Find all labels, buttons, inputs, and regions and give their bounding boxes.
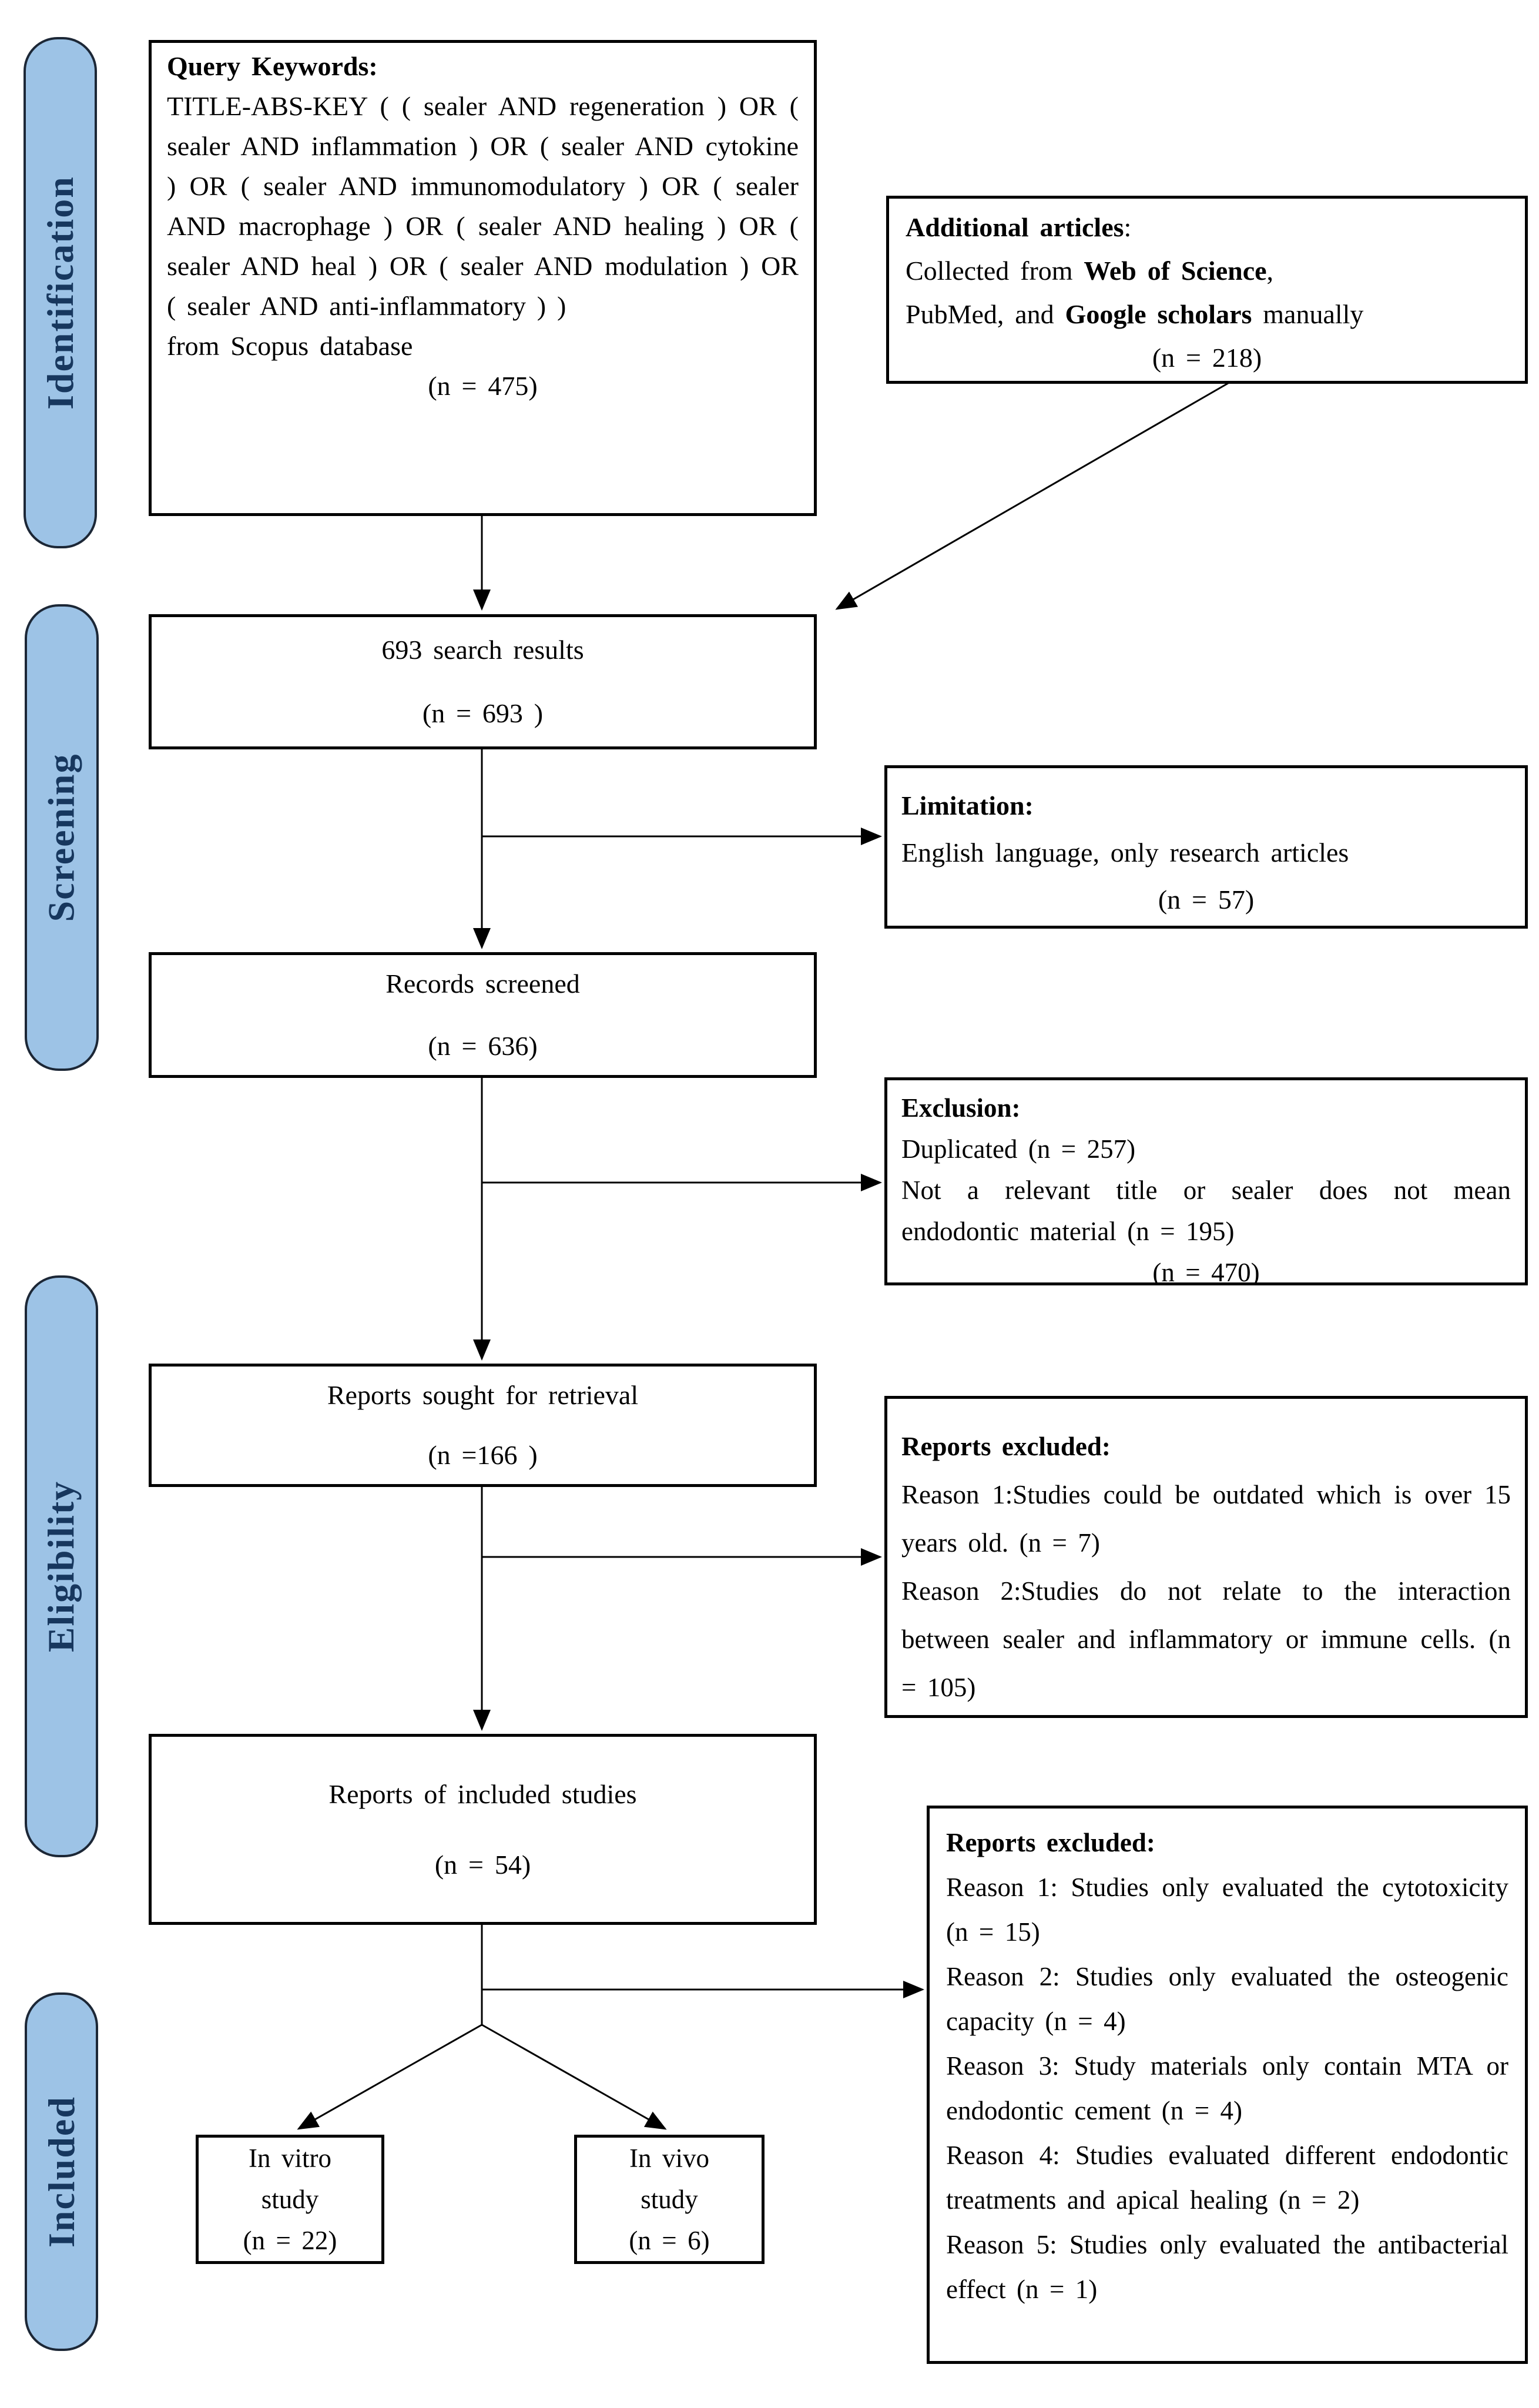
query-string: TITLE-ABS-KEY ( ( sealer AND regeneratio…: [167, 91, 799, 321]
record-count: (n = 57): [1158, 885, 1255, 915]
box-heading: Reports excluded:: [946, 1828, 1155, 1857]
reports-sought-box: Reports sought for retrieval (n =166 ): [149, 1364, 817, 1487]
record-count: (n = 693 ): [422, 698, 544, 728]
reports-excluded-box-2: Reports excluded: Reason 1: Studies only…: [927, 1806, 1528, 2364]
query-source: from Scopus database: [167, 331, 413, 361]
stage-label-text: Identification: [39, 176, 81, 410]
box-title: Reports of included studies: [328, 1779, 637, 1809]
additional-articles-box: Additional articles: Collected from Web …: [886, 196, 1528, 384]
excluded-reason: Reason 3: Study materials only contain M…: [946, 2051, 1508, 2125]
exclusion-reason: Duplicated (n = 257): [901, 1134, 1136, 1164]
box-heading: Limitation:: [901, 791, 1034, 820]
box-title: 693 search results: [381, 635, 584, 665]
reports-excluded-box-1: Reports excluded: Reason 1:Studies could…: [884, 1396, 1528, 1718]
box-title: Records screened: [385, 969, 580, 999]
record-count: (n = 218): [1152, 343, 1262, 373]
additional-sources-line2: PubMed, and Google scholars manually: [906, 299, 1364, 329]
record-count: (n = 475): [428, 371, 538, 401]
box-title-line2: study: [641, 2185, 698, 2214]
box-heading: Query Keywords:: [167, 51, 378, 81]
stage-label-eligibility: Eligibility: [25, 1275, 98, 1857]
stage-label-text: Eligibility: [40, 1480, 82, 1653]
box-heading: Additional articles:: [906, 212, 1132, 242]
stage-label-included: Included: [25, 1992, 98, 2351]
record-count: (n = 636): [428, 1031, 538, 1061]
in-vivo-study-box: In vivo study (n = 6): [574, 2135, 765, 2264]
included-studies-box: Reports of included studies (n = 54): [149, 1734, 817, 1925]
in-vitro-study-box: In vitro study (n = 22): [196, 2135, 384, 2264]
box-title: Reports sought for retrieval: [327, 1380, 639, 1410]
additional-sources-line1: Collected from Web of Science,: [906, 256, 1274, 286]
arrow-additional-to-results: [835, 382, 1229, 610]
records-screened-box: Records screened (n = 636): [149, 952, 817, 1078]
stage-label-identification: Identification: [24, 37, 97, 548]
record-count: (n = 54): [434, 1849, 531, 1880]
exclusion-box: Exclusion: Duplicated (n = 257) Not a re…: [884, 1077, 1528, 1285]
box-title-line2: study: [261, 2185, 319, 2214]
exclusion-reason: Not a relevant title or sealer does not …: [901, 1175, 1511, 1246]
record-count: (n = 22): [243, 2226, 337, 2255]
box-heading: Reports excluded:: [901, 1432, 1111, 1461]
stage-label-screening: Screening: [25, 604, 99, 1071]
search-results-box: 693 search results (n = 693 ): [149, 614, 817, 749]
limitation-box: Limitation: English language, only resea…: [884, 765, 1528, 929]
box-heading: Exclusion:: [901, 1093, 1021, 1123]
record-count: (n = 6): [629, 2226, 710, 2255]
record-count: (n =166 ): [428, 1440, 538, 1470]
excluded-reason: Reason 1: Studies only evaluated the cyt…: [946, 1873, 1508, 1947]
excluded-reason: Reason 1:Studies could be outdated which…: [901, 1480, 1511, 1558]
stage-label-text: Included: [40, 2096, 82, 2248]
box-title: In vitro: [249, 2144, 331, 2173]
excluded-reason: Reason 2: Studies only evaluated the ost…: [946, 1962, 1508, 2036]
arrow-split-to-invivo: [481, 2024, 667, 2130]
query-keywords-box: Query Keywords: TITLE-ABS-KEY ( ( sealer…: [149, 40, 817, 516]
stage-label-text: Screening: [41, 753, 82, 922]
record-count: (n = 470): [1152, 1258, 1260, 1285]
box-title: In vivo: [629, 2144, 709, 2173]
limitation-text: English language, only research articles: [901, 838, 1349, 868]
excluded-reason: Reason 5: Studies only evaluated the ant…: [946, 2230, 1508, 2304]
excluded-reason: Reason 4: Studies evaluated different en…: [946, 2141, 1508, 2215]
excluded-reason: Reason 2:Studies do not relate to the in…: [901, 1576, 1511, 1702]
arrow-split-to-invitro: [297, 2024, 482, 2130]
